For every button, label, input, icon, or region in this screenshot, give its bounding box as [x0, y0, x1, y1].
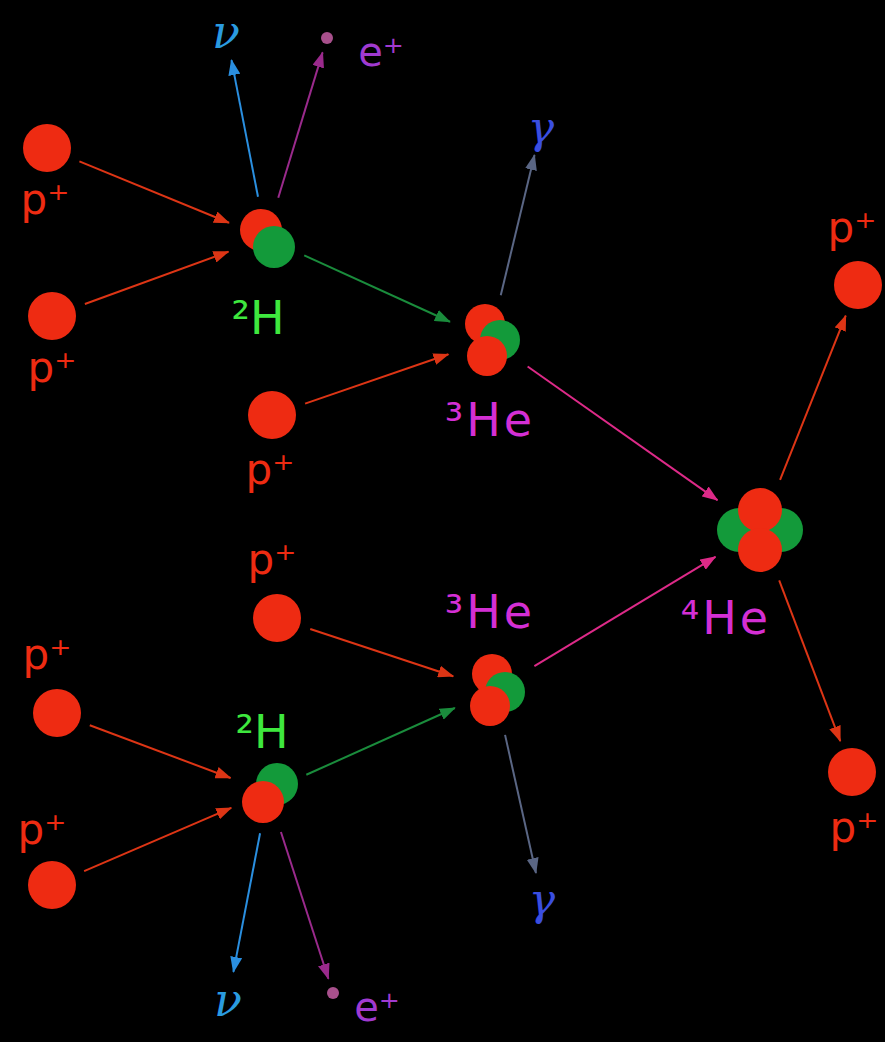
particle-ball	[738, 528, 782, 572]
positron: e⁺	[320, 31, 334, 45]
particle-label: γ	[528, 105, 554, 151]
particle-label: ν	[212, 8, 240, 56]
particle-ball	[242, 781, 284, 823]
particle-ball	[28, 292, 76, 340]
gamma-ray: γ	[528, 105, 554, 151]
proton: p⁺	[247, 390, 297, 440]
particle-ball	[248, 391, 296, 439]
particle-label: p⁺	[828, 206, 877, 250]
helium4-nucleus: ⁴He	[715, 485, 805, 575]
nucleus-drawing	[326, 986, 340, 1000]
reaction-arrow	[780, 316, 846, 480]
nucleus-drawing	[236, 760, 300, 824]
particle-ball	[327, 987, 339, 999]
reaction-arrow	[233, 833, 260, 972]
neutrino: ν	[212, 8, 240, 56]
particle-ball	[253, 594, 301, 642]
reaction-arrow	[528, 366, 718, 500]
deuterium-nucleus: ²H	[234, 206, 298, 270]
proton: p⁺	[22, 123, 72, 173]
particle-ball	[253, 226, 295, 268]
reaction-arrow	[84, 808, 231, 871]
reaction-arrow	[85, 252, 229, 304]
nucleus-drawing	[247, 390, 297, 440]
nucleus-drawing	[252, 593, 302, 643]
reaction-arrow	[79, 161, 229, 222]
particle-ball	[23, 124, 71, 172]
reaction-arrow	[310, 629, 453, 676]
particle-label: e⁺	[358, 31, 404, 73]
neutrino: ν	[214, 976, 242, 1024]
particle-label: p⁺	[248, 538, 297, 582]
nucleus-drawing	[234, 206, 298, 270]
reaction-arrow	[90, 725, 231, 778]
reaction-arrow	[501, 155, 535, 295]
reaction-arrow	[278, 52, 322, 197]
reaction-arrow	[231, 60, 258, 197]
particle-ball	[470, 686, 510, 726]
particle-ball	[33, 689, 81, 737]
particle-label: p⁺	[18, 808, 67, 852]
reaction-arrow	[281, 832, 328, 979]
particle-label: p⁺	[23, 633, 72, 677]
particle-ball	[738, 488, 782, 532]
particle-label: p⁺	[246, 448, 295, 492]
proton: p⁺	[827, 747, 877, 797]
reaction-arrow	[505, 735, 536, 873]
reaction-arrow	[304, 255, 450, 321]
particle-ball	[828, 748, 876, 796]
particle-label: ²H	[235, 708, 288, 756]
particle-ball	[467, 336, 507, 376]
helium3-nucleus: ³He	[463, 650, 527, 730]
particle-label: ⁴He	[681, 594, 771, 642]
reaction-arrow	[305, 354, 448, 403]
nucleus-drawing	[833, 260, 883, 310]
nucleus-drawing	[715, 485, 805, 575]
particle-label: ν	[214, 976, 242, 1024]
proton: p⁺	[252, 593, 302, 643]
particle-label: γ	[529, 877, 555, 923]
reaction-arrow	[306, 708, 455, 775]
nucleus-drawing	[22, 123, 72, 173]
particle-label: ³He	[445, 588, 535, 636]
deuterium-nucleus: ²H	[236, 760, 300, 824]
particle-ball	[28, 861, 76, 909]
proton: p⁺	[833, 260, 883, 310]
nucleus-drawing	[27, 860, 77, 910]
proton: p⁺	[32, 688, 82, 738]
particle-ball	[321, 32, 333, 44]
particle-ball	[834, 261, 882, 309]
particle-label: p⁺	[21, 178, 70, 222]
proton: p⁺	[27, 860, 77, 910]
gamma-ray: γ	[529, 877, 555, 923]
proton: p⁺	[27, 291, 77, 341]
particle-label: ³He	[445, 396, 535, 444]
particle-label: p⁺	[28, 346, 77, 390]
nucleus-drawing	[27, 291, 77, 341]
positron: e⁺	[326, 986, 340, 1000]
reaction-arrow	[779, 580, 840, 741]
particle-label: e⁺	[354, 986, 400, 1028]
nucleus-drawing	[827, 747, 877, 797]
particle-label: p⁺	[830, 806, 879, 850]
helium3-nucleus: ³He	[458, 300, 522, 380]
nucleus-drawing	[458, 300, 522, 380]
nucleus-drawing	[320, 31, 334, 45]
particle-label: ²H	[231, 294, 284, 342]
nucleus-drawing	[463, 650, 527, 730]
nucleus-drawing	[32, 688, 82, 738]
